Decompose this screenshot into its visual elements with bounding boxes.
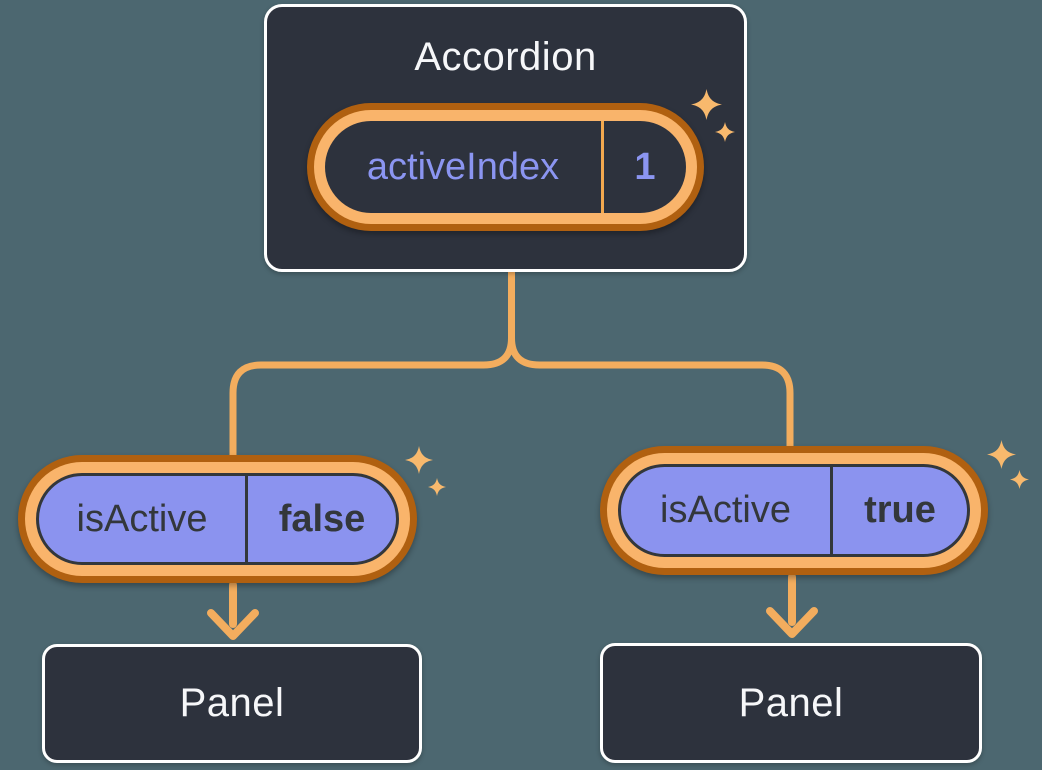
- state-label: isActive: [660, 489, 791, 531]
- panel-node-left: Panel: [42, 644, 422, 763]
- accordion-title: Accordion: [414, 35, 597, 79]
- is-active-pill-right: isActive true: [600, 446, 988, 575]
- sparkle-large-icon: [987, 440, 1016, 469]
- state-value: true: [864, 489, 936, 531]
- state-label: isActive: [76, 497, 208, 540]
- state-label: activeIndex: [366, 145, 560, 188]
- state-pill-inner-ring: isActive false: [25, 462, 410, 576]
- panel-title: Panel: [738, 680, 844, 725]
- sparkle-large-icon: [405, 446, 433, 474]
- connector-left-branch: [229, 268, 515, 460]
- sparkle-small-icon: [1010, 470, 1029, 489]
- state-value: 1: [634, 145, 656, 188]
- state-value: false: [278, 497, 366, 540]
- pill-divider: [830, 467, 833, 554]
- panel-title: Panel: [179, 681, 285, 725]
- connector-right-branch: [508, 268, 794, 451]
- active-index-state-pill: activeIndex 1: [307, 103, 704, 231]
- arrow-down-right-head: [766, 607, 818, 638]
- pill-divider: [601, 121, 604, 213]
- panel-node-right: Panel: [600, 643, 982, 763]
- sparkle-large-icon: [691, 89, 722, 120]
- state-pill-inner-ring: isActive true: [607, 453, 981, 568]
- state-pill-inner-ring: activeIndex 1: [314, 110, 697, 224]
- pill-divider: [245, 476, 248, 562]
- is-active-pill-left: isActive false: [18, 455, 417, 583]
- arrow-down-left-head: [207, 609, 259, 640]
- sparkle-small-icon: [428, 478, 446, 496]
- sparkle-small-icon: [715, 122, 735, 142]
